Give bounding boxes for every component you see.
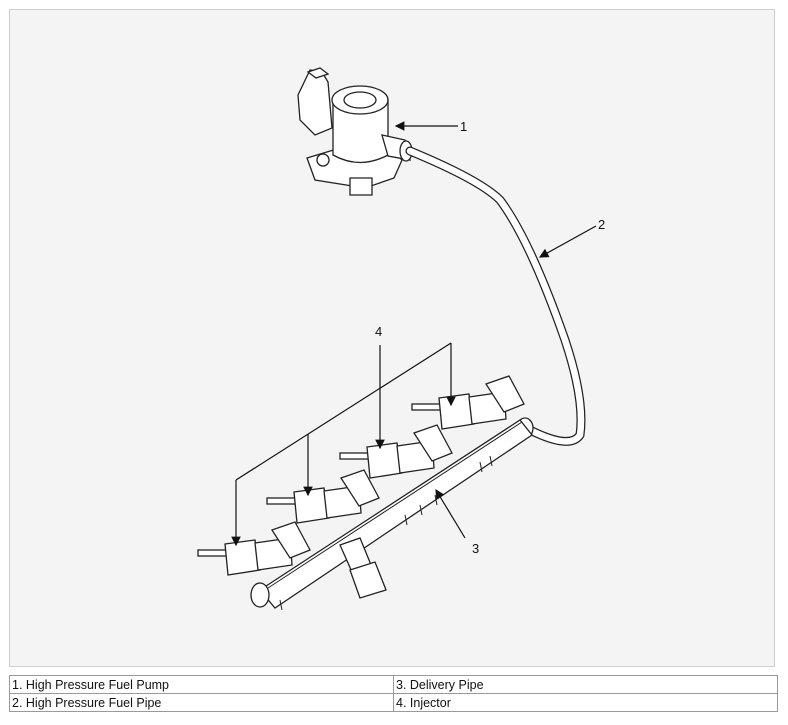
parts-legend-table: 1. High Pressure Fuel Pump 3. Delivery P… (9, 675, 778, 712)
high-pressure-fuel-pump (297, 67, 413, 196)
legend-row: 1. High Pressure Fuel Pump 3. Delivery P… (9, 675, 778, 694)
legend-cell: 4. Injector (393, 693, 778, 712)
injector-1 (197, 521, 311, 576)
injector-2 (266, 469, 380, 524)
injector-4 (411, 375, 525, 430)
legend-cell: 3. Delivery Pipe (393, 675, 778, 694)
callout-2: 2 (598, 217, 605, 232)
callout-1: 1 (460, 119, 467, 134)
callout-3: 3 (472, 541, 479, 556)
injector-3 (339, 424, 453, 479)
legend-cell: 2. High Pressure Fuel Pipe (9, 693, 394, 712)
figure-frame: 1 2 3 4 (9, 9, 775, 667)
fuel-system-diagram: 1 2 3 4 (197, 67, 605, 611)
delivery-pipe (250, 419, 533, 611)
legend-cell: 1. High Pressure Fuel Pump (9, 675, 394, 694)
callout-4: 4 (375, 324, 382, 339)
legend-row: 2. High Pressure Fuel Pipe 4. Injector (9, 693, 778, 712)
